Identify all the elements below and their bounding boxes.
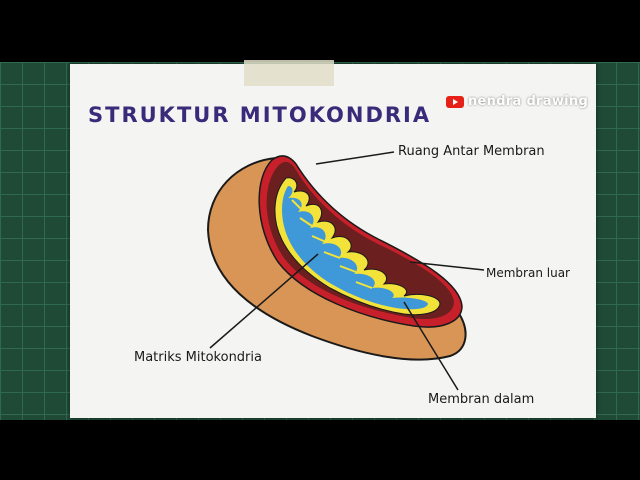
label-inner-membrane: Membran dalam (428, 392, 535, 407)
leader-line-outer (409, 261, 485, 271)
label-outer-membrane: Membran luar (486, 266, 570, 280)
label-intermembrane-space: Ruang Antar Membran (398, 144, 545, 159)
matrix (282, 186, 428, 310)
label-matrix: Matriks Mitokondria (134, 350, 262, 365)
leader-line-matrix (209, 253, 319, 349)
youtube-play-icon (446, 95, 464, 108)
leader-line-inner (403, 301, 459, 391)
channel-watermark: nendra drawing (446, 94, 588, 109)
intermembrane-space (266, 161, 454, 320)
masking-tape (244, 60, 334, 86)
watermark-text: nendra drawing (468, 94, 589, 109)
cristae (291, 199, 373, 289)
leader-line-intermembrane (315, 151, 395, 165)
inner-membrane (274, 177, 441, 316)
diagram-title: STRUKTUR MITOKONDRIA (88, 103, 432, 127)
